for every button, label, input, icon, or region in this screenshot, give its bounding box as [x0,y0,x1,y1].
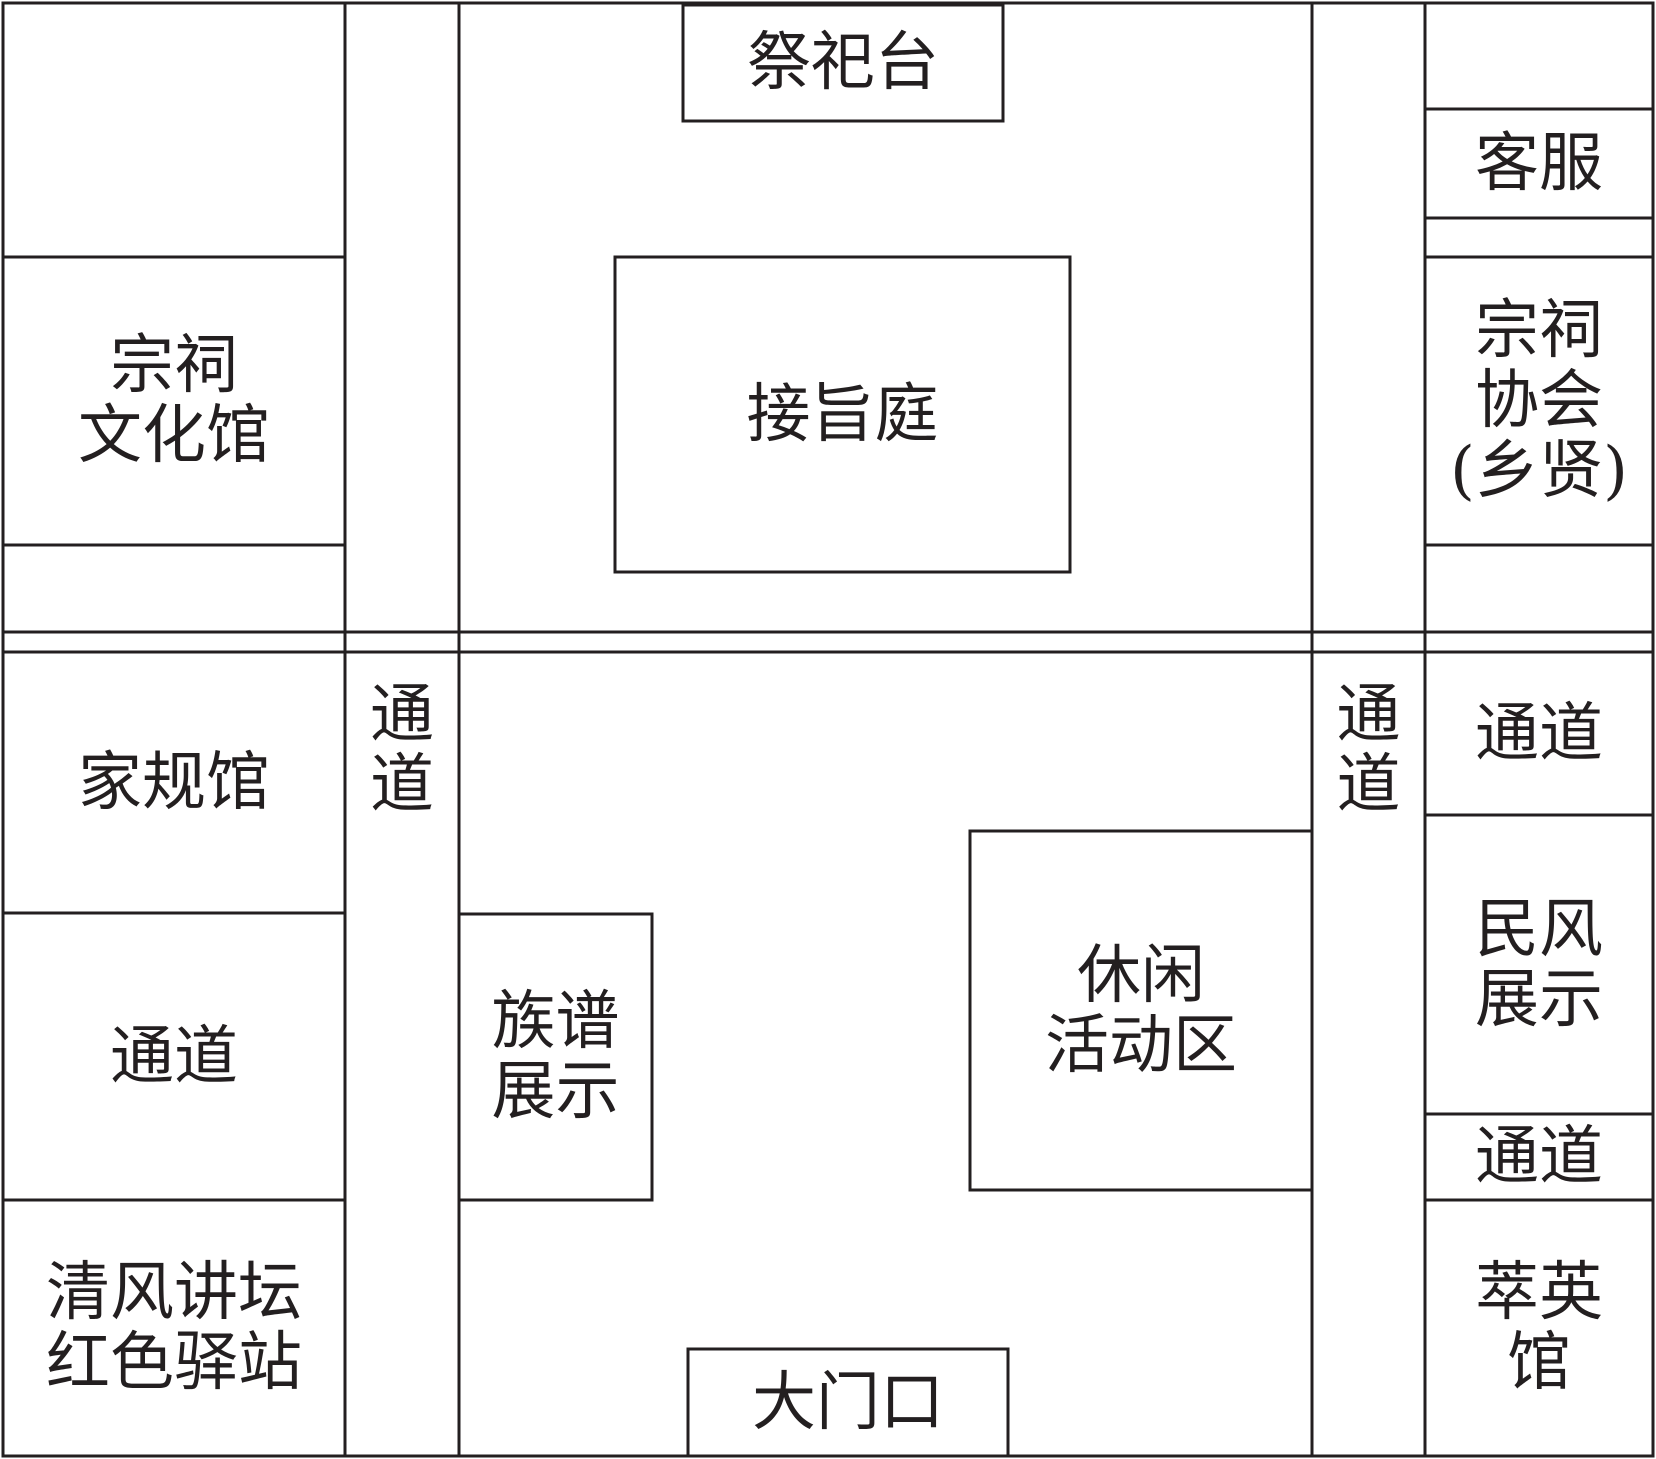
talent-hall-label: 萃英 馆 [1425,1200,1653,1456]
forum-station-line-2: 红色驿站 [46,1326,302,1400]
gate-room [686,1347,1010,1458]
ancestral-association-line-3: (乡贤) [1450,434,1628,508]
family-rules-hall-text: 家规馆 [78,745,270,820]
genealogy-room [457,912,654,1202]
left-corridor-label: 通 道 [345,675,459,825]
forum-station-label: 清风讲坛 红色驿站 [3,1200,345,1456]
folk-custom-display-line-1: 民风 [1475,892,1603,967]
family-rules-hall-label: 家规馆 [3,652,345,913]
folk-custom-display-line-2: 展示 [1475,962,1603,1037]
ancestral-association-line-2: 协会 [1475,364,1603,438]
genealogy-display-label: 族谱 展示 [459,914,652,1200]
customer-service-label: 客服 [1425,109,1653,218]
main-gate-text: 大门口 [752,1365,944,1440]
ancestral-association-label: 宗祠 协会 (乡贤) [1425,257,1653,545]
right-corridor-char-2: 道 [1336,748,1401,822]
left-passage-label: 通道 [3,913,345,1200]
altar-room [681,3,1005,123]
altar-text: 祭祀台 [747,26,939,100]
ancestral-association-line-1: 宗祠 [1475,294,1603,368]
genealogy-display-line-1: 族谱 [491,985,620,1059]
leisure-room [968,829,1314,1192]
leisure-area-line-1: 休闲 [1077,938,1205,1013]
talent-hall-line-1: 萃英 [1475,1256,1603,1330]
left-corridor-char-1: 通 [370,678,434,752]
court-label: 接旨庭 [615,257,1070,572]
right-corridor-char-1: 通 [1336,678,1401,752]
talent-hall-line-2: 馆 [1507,1326,1571,1400]
court-text: 接旨庭 [746,377,939,452]
main-gate-label: 大门口 [688,1349,1008,1456]
leisure-area-label: 休闲 活动区 [970,831,1312,1190]
forum-station-line-1: 清风讲坛 [46,1256,302,1330]
right-passage-top-text: 通道 [1475,696,1603,771]
court-room [613,255,1072,574]
customer-service-text: 客服 [1475,126,1603,201]
ancestral-culture-hall-label: 宗祠 文化馆 [3,257,345,545]
right-passage-bottom-label: 通道 [1425,1114,1653,1200]
right-passage-bottom-text: 通道 [1475,1120,1603,1194]
left-corridor-char-2: 道 [370,748,434,822]
left-passage-text: 通道 [110,1019,238,1094]
ancestral-culture-hall-line-1: 宗祠 [110,329,238,403]
genealogy-display-line-2: 展示 [491,1055,620,1129]
right-passage-top-label: 通道 [1425,652,1653,815]
leisure-area-line-2: 活动区 [1045,1008,1237,1083]
folk-custom-display-label: 民风 展示 [1425,815,1653,1114]
right-corridor-label: 通 道 [1312,675,1425,825]
ancestral-culture-hall-line-2: 文化馆 [78,399,270,473]
altar-label: 祭祀台 [683,5,1003,121]
